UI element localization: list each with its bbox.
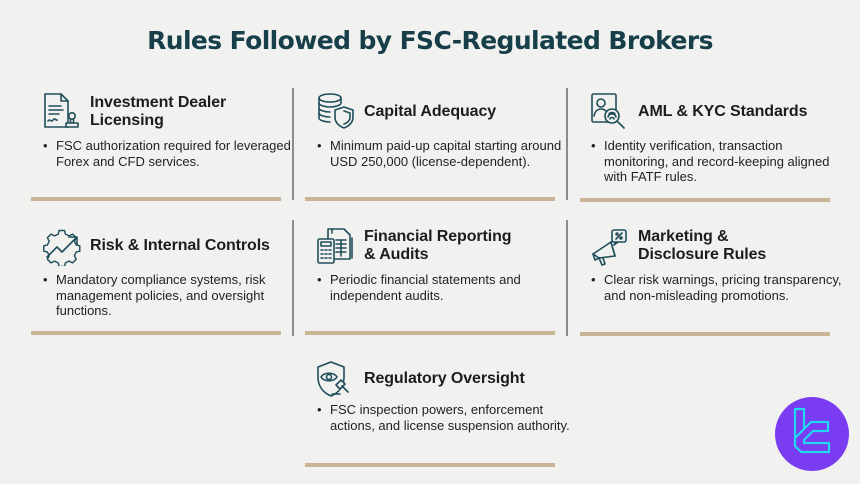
card-bullet: FSC inspection powers, enforcement actio…: [316, 402, 576, 433]
card-underline: [305, 197, 555, 201]
card-title-line1: Financial Reporting: [364, 228, 512, 245]
licensed-document-stamp-icon: [42, 92, 82, 132]
card-underline: [580, 332, 830, 336]
card-bullet: Minimum paid-up capital starting around …: [316, 138, 576, 169]
megaphone-percent-icon: [590, 228, 630, 268]
card-title-line1: Marketing &: [638, 228, 729, 245]
card-title-line2: Licensing: [90, 112, 164, 129]
card-bullet: Mandatory compliance systems, risk manag…: [42, 272, 302, 319]
card-bullet: Clear risk warnings, pricing transparenc…: [590, 272, 850, 303]
card-title-line1: Investment Dealer: [90, 94, 227, 111]
card-title-line2: Disclosure Rules: [638, 246, 767, 263]
card-bullet: Identity verification, transaction monit…: [590, 138, 850, 185]
identity-fingerprint-magnifier-icon: [590, 92, 630, 132]
gear-trend-arrow-icon: [42, 226, 82, 268]
card-underline: [305, 463, 555, 467]
card-underline: [305, 331, 555, 335]
calculator-report-icon: [316, 226, 356, 266]
card-bullet: Periodic financial statements and indepe…: [316, 272, 576, 303]
card-bullet: FSC authorization required for leveraged…: [42, 138, 302, 169]
card-underline: [31, 331, 281, 335]
shield-eye-gavel-icon: [316, 360, 356, 400]
card-title-line1: Regulatory Oversight: [364, 370, 525, 387]
card-title-line1: Capital Adequacy: [364, 103, 497, 120]
card-underline: [31, 197, 281, 201]
card-underline: [580, 198, 830, 202]
coins-shield-icon: [316, 92, 356, 132]
tradingfinder-logo-icon: [793, 407, 831, 454]
tradingfinder-logo: [775, 397, 849, 471]
page-title: Rules Followed by FSC-Regulated Brokers: [147, 26, 713, 55]
card-title-line2: & Audits: [364, 246, 429, 263]
card-title-line1: Risk & Internal Controls: [90, 237, 270, 254]
card-title-line1: AML & KYC Standards: [638, 103, 808, 120]
